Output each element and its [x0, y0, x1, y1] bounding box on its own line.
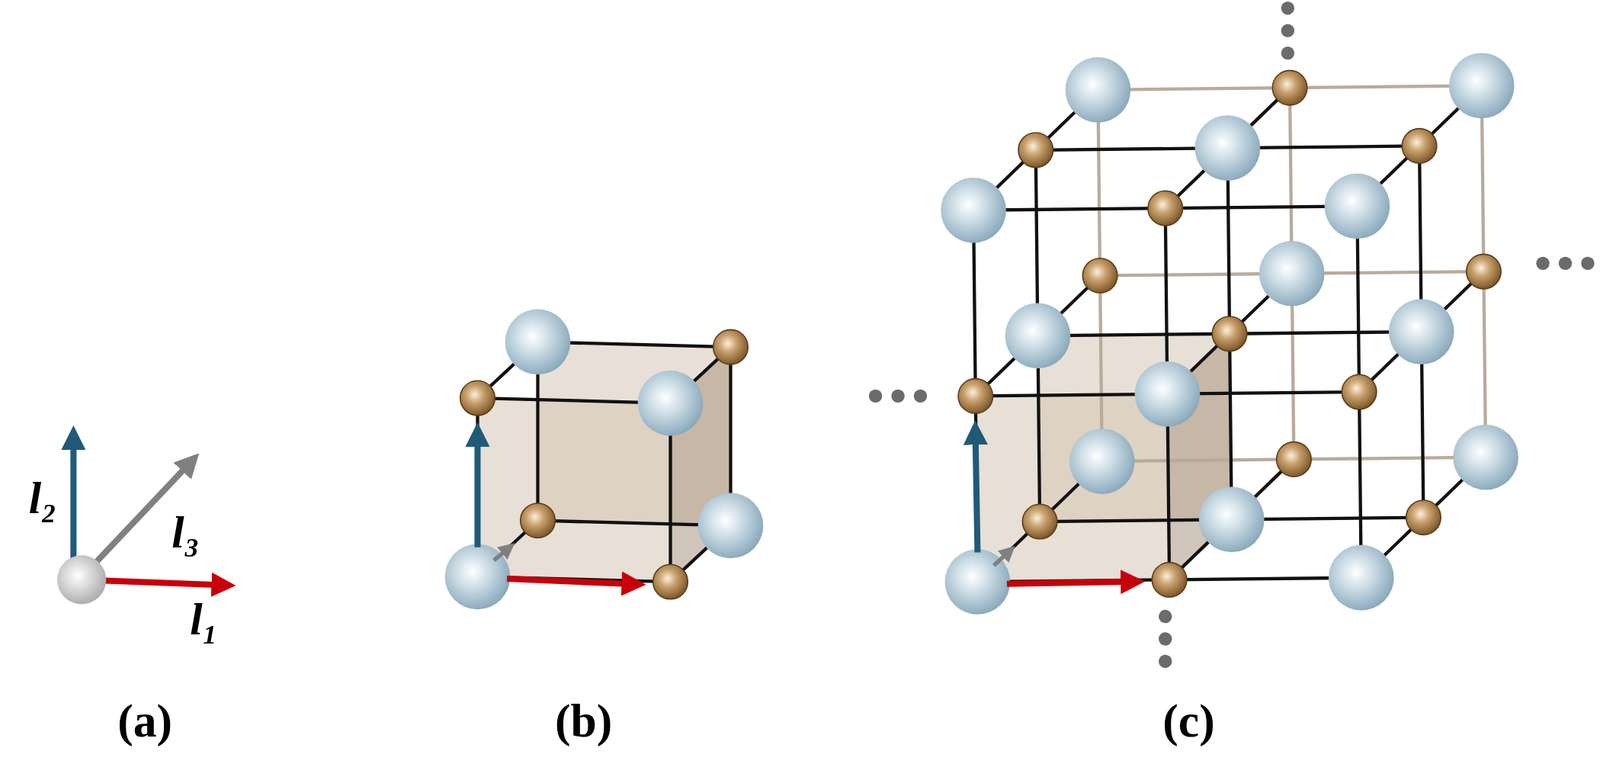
large-atom — [1388, 298, 1455, 365]
vector-l1 — [506, 578, 627, 584]
small-atom — [1022, 503, 1058, 539]
vector-label: l₁ — [189, 593, 219, 645]
large-atom — [638, 370, 704, 437]
large-atom — [445, 544, 511, 610]
unit-cell-face — [477, 397, 671, 582]
large-atom — [1449, 53, 1515, 119]
vector-l2 — [474, 442, 481, 548]
large-atom — [1195, 115, 1261, 181]
continuation-dot — [891, 389, 905, 403]
small-atom — [1212, 316, 1248, 352]
unit-cell-face — [975, 394, 1170, 582]
vector-l3 — [993, 554, 1006, 565]
large-atom — [1065, 57, 1132, 123]
continuation-dot — [868, 389, 882, 403]
small-atom — [1018, 132, 1054, 168]
small-atom — [1272, 70, 1308, 106]
continuation-dot — [1281, 46, 1295, 60]
vector-l1 — [1006, 581, 1126, 584]
small-atom — [1406, 500, 1442, 536]
continuation-dot — [1281, 1, 1295, 15]
small-atom — [713, 329, 749, 365]
panel-label: (a) — [117, 693, 173, 748]
small-atom — [1341, 374, 1377, 410]
large-atom — [1328, 545, 1395, 611]
large-atom — [1135, 361, 1201, 427]
vector-label: l₃ — [171, 506, 200, 559]
large-atom — [505, 309, 571, 376]
panel-label: (c) — [1162, 693, 1215, 748]
large-atom — [1199, 487, 1265, 553]
vector-label: l₂ — [28, 471, 58, 524]
small-atom — [460, 380, 496, 416]
small-atom — [1276, 442, 1312, 478]
large-atom — [1005, 303, 1071, 369]
small-atom — [1151, 562, 1187, 598]
small-atom — [653, 564, 689, 600]
small-atom — [1147, 190, 1184, 226]
vector-l3 — [493, 551, 505, 561]
continuation-dot — [1281, 23, 1295, 37]
small-atom — [520, 503, 556, 539]
small-atom — [1466, 253, 1502, 289]
vector-l2 — [975, 439, 978, 553]
continuation-dot — [1535, 256, 1549, 270]
continuation-dot — [1558, 256, 1572, 270]
small-atom — [1401, 128, 1437, 164]
continuation-dot — [1158, 654, 1172, 668]
large-atom — [1069, 428, 1136, 494]
large-atom — [1324, 173, 1391, 240]
continuation-dot — [913, 389, 927, 403]
large-atom — [698, 493, 764, 559]
continuation-dot — [1580, 256, 1594, 270]
large-atom — [945, 548, 1011, 615]
continuation-dot — [1158, 609, 1172, 623]
small-atom — [958, 378, 994, 414]
large-atom — [940, 177, 1007, 244]
continuation-dot — [1158, 631, 1172, 645]
small-atom — [1082, 258, 1118, 294]
large-atom — [1452, 424, 1519, 491]
origin-sphere — [57, 554, 106, 604]
large-atom — [1259, 240, 1325, 307]
panel-label: (b) — [554, 693, 613, 748]
